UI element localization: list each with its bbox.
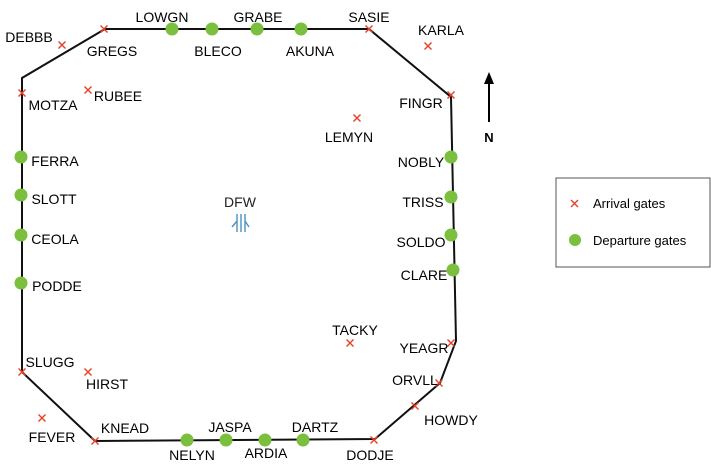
waypoint-label-motza: MOTZA bbox=[29, 97, 79, 113]
waypoint-label-grabe: GRABE bbox=[233, 9, 282, 25]
legend: Arrival gates Departure gates bbox=[555, 177, 711, 268]
departure-gate-marker-nobly bbox=[444, 150, 458, 164]
departure-gate-marker-grabe bbox=[250, 22, 264, 36]
waypoint-label-howdy: HOWDY bbox=[424, 412, 478, 428]
waypoint-label-clare: CLARE bbox=[401, 267, 448, 283]
waypoint-label-nelyn: NELYN bbox=[169, 447, 215, 463]
waypoint-label-ceola: CEOLA bbox=[31, 231, 79, 247]
waypoint-label-orvll: ORVLL bbox=[392, 372, 438, 388]
waypoint-label-fever: FEVER bbox=[29, 429, 76, 445]
legend-arrival-label: Arrival gates bbox=[593, 196, 666, 211]
airport-label: DFW bbox=[224, 194, 257, 210]
legend-departure-label: Departure gates bbox=[593, 233, 687, 248]
arrival-gate-marker-debbb bbox=[58, 41, 66, 49]
arrival-gate-marker-fingr bbox=[447, 91, 455, 99]
arrival-gate-marker-knead bbox=[91, 437, 99, 445]
arrival-gate-marker-orvll bbox=[435, 379, 443, 387]
waypoint-label-karla: KARLA bbox=[418, 22, 465, 38]
arrival-gate-marker-slugg bbox=[18, 368, 26, 376]
dot-marker-icon bbox=[569, 234, 581, 246]
departure-gate-marker-ceola bbox=[14, 228, 28, 242]
departure-gate-marker-bleco bbox=[205, 22, 219, 36]
waypoint-label-tacky: TACKY bbox=[332, 322, 378, 338]
waypoint-label-ferra: FERRA bbox=[31, 153, 79, 169]
waypoint-markers bbox=[14, 22, 460, 447]
arrival-gate-marker-hirst bbox=[84, 368, 92, 376]
arrival-gate-marker-rubee bbox=[84, 86, 92, 94]
waypoint-label-fingr: FINGR bbox=[399, 95, 443, 111]
arrival-gate-marker-karla bbox=[424, 42, 432, 50]
waypoint-label-nobly: NOBLY bbox=[398, 154, 445, 170]
waypoint-label-ardia: ARDIA bbox=[245, 445, 288, 461]
waypoint-label-knead: KNEAD bbox=[101, 420, 149, 436]
cross-marker-icon bbox=[570, 199, 579, 208]
waypoint-label-dartz: DARTZ bbox=[292, 419, 339, 435]
waypoint-label-slott: SLOTT bbox=[31, 191, 77, 207]
waypoint-label-bleco: BLECO bbox=[194, 43, 242, 59]
arrival-gate-marker-motza bbox=[18, 89, 26, 97]
arrival-gate-marker-fever bbox=[38, 414, 46, 422]
arrival-gate-marker-dodje bbox=[370, 436, 378, 444]
waypoint-label-yeagr: YEAGR bbox=[399, 340, 448, 356]
waypoint-label-lowgn: LOWGN bbox=[136, 9, 189, 25]
waypoint-label-soldo: SOLDO bbox=[396, 234, 445, 250]
waypoint-label-debbb: DEBBB bbox=[5, 29, 52, 45]
departure-gate-marker-podde bbox=[14, 276, 28, 290]
waypoint-labels: LOWGN GRABE BLECO AKUNA SASIE KARLA DEBBB GREGS… bbox=[5, 9, 478, 463]
departure-gate-marker-slott bbox=[14, 188, 28, 202]
waypoint-label-sasie: SASIE bbox=[348, 9, 389, 25]
arrival-gate-marker-yeagr bbox=[447, 339, 455, 347]
waypoint-label-triss: TRISS bbox=[402, 194, 443, 210]
arrival-gate-marker-howdy bbox=[411, 402, 419, 410]
waypoint-label-slugg: SLUGG bbox=[25, 354, 74, 370]
waypoint-label-dodje: DODJE bbox=[346, 447, 393, 463]
departure-gate-marker-akuna bbox=[294, 22, 308, 36]
waypoint-label-lemyn: LEMYN bbox=[325, 129, 373, 145]
waypoint-label-rubee: RUBEE bbox=[94, 88, 142, 104]
waypoint-label-hirst: HIRST bbox=[86, 376, 128, 392]
departure-gate-marker-ardia bbox=[258, 433, 272, 447]
departure-gate-marker-lowgn bbox=[165, 22, 179, 36]
departure-gate-marker-soldo bbox=[444, 228, 458, 242]
waypoint-label-podde: PODDE bbox=[32, 278, 82, 294]
waypoint-label-jaspa: JASPA bbox=[208, 419, 252, 435]
departure-gate-marker-dartz bbox=[296, 433, 310, 447]
departure-gate-marker-clare bbox=[446, 263, 460, 277]
waypoint-label-akuna: AKUNA bbox=[286, 43, 335, 59]
waypoint-label-gregs: GREGS bbox=[87, 43, 138, 59]
departure-gate-marker-ferra bbox=[14, 150, 28, 164]
north-label: N bbox=[484, 130, 493, 145]
perimeter-route bbox=[21, 28, 458, 443]
arrival-gate-marker-lemyn bbox=[353, 114, 361, 122]
departure-gate-marker-triss bbox=[444, 190, 458, 204]
runway-icon bbox=[231, 214, 250, 232]
north-arrow-icon bbox=[484, 72, 494, 122]
departure-gate-marker-nelyn bbox=[180, 433, 194, 447]
arrival-gate-marker-gregs bbox=[100, 25, 108, 33]
arrival-gate-marker-tacky bbox=[346, 339, 354, 347]
departure-gate-marker-jaspa bbox=[219, 433, 233, 447]
arrival-gate-marker-sasie bbox=[365, 25, 373, 33]
